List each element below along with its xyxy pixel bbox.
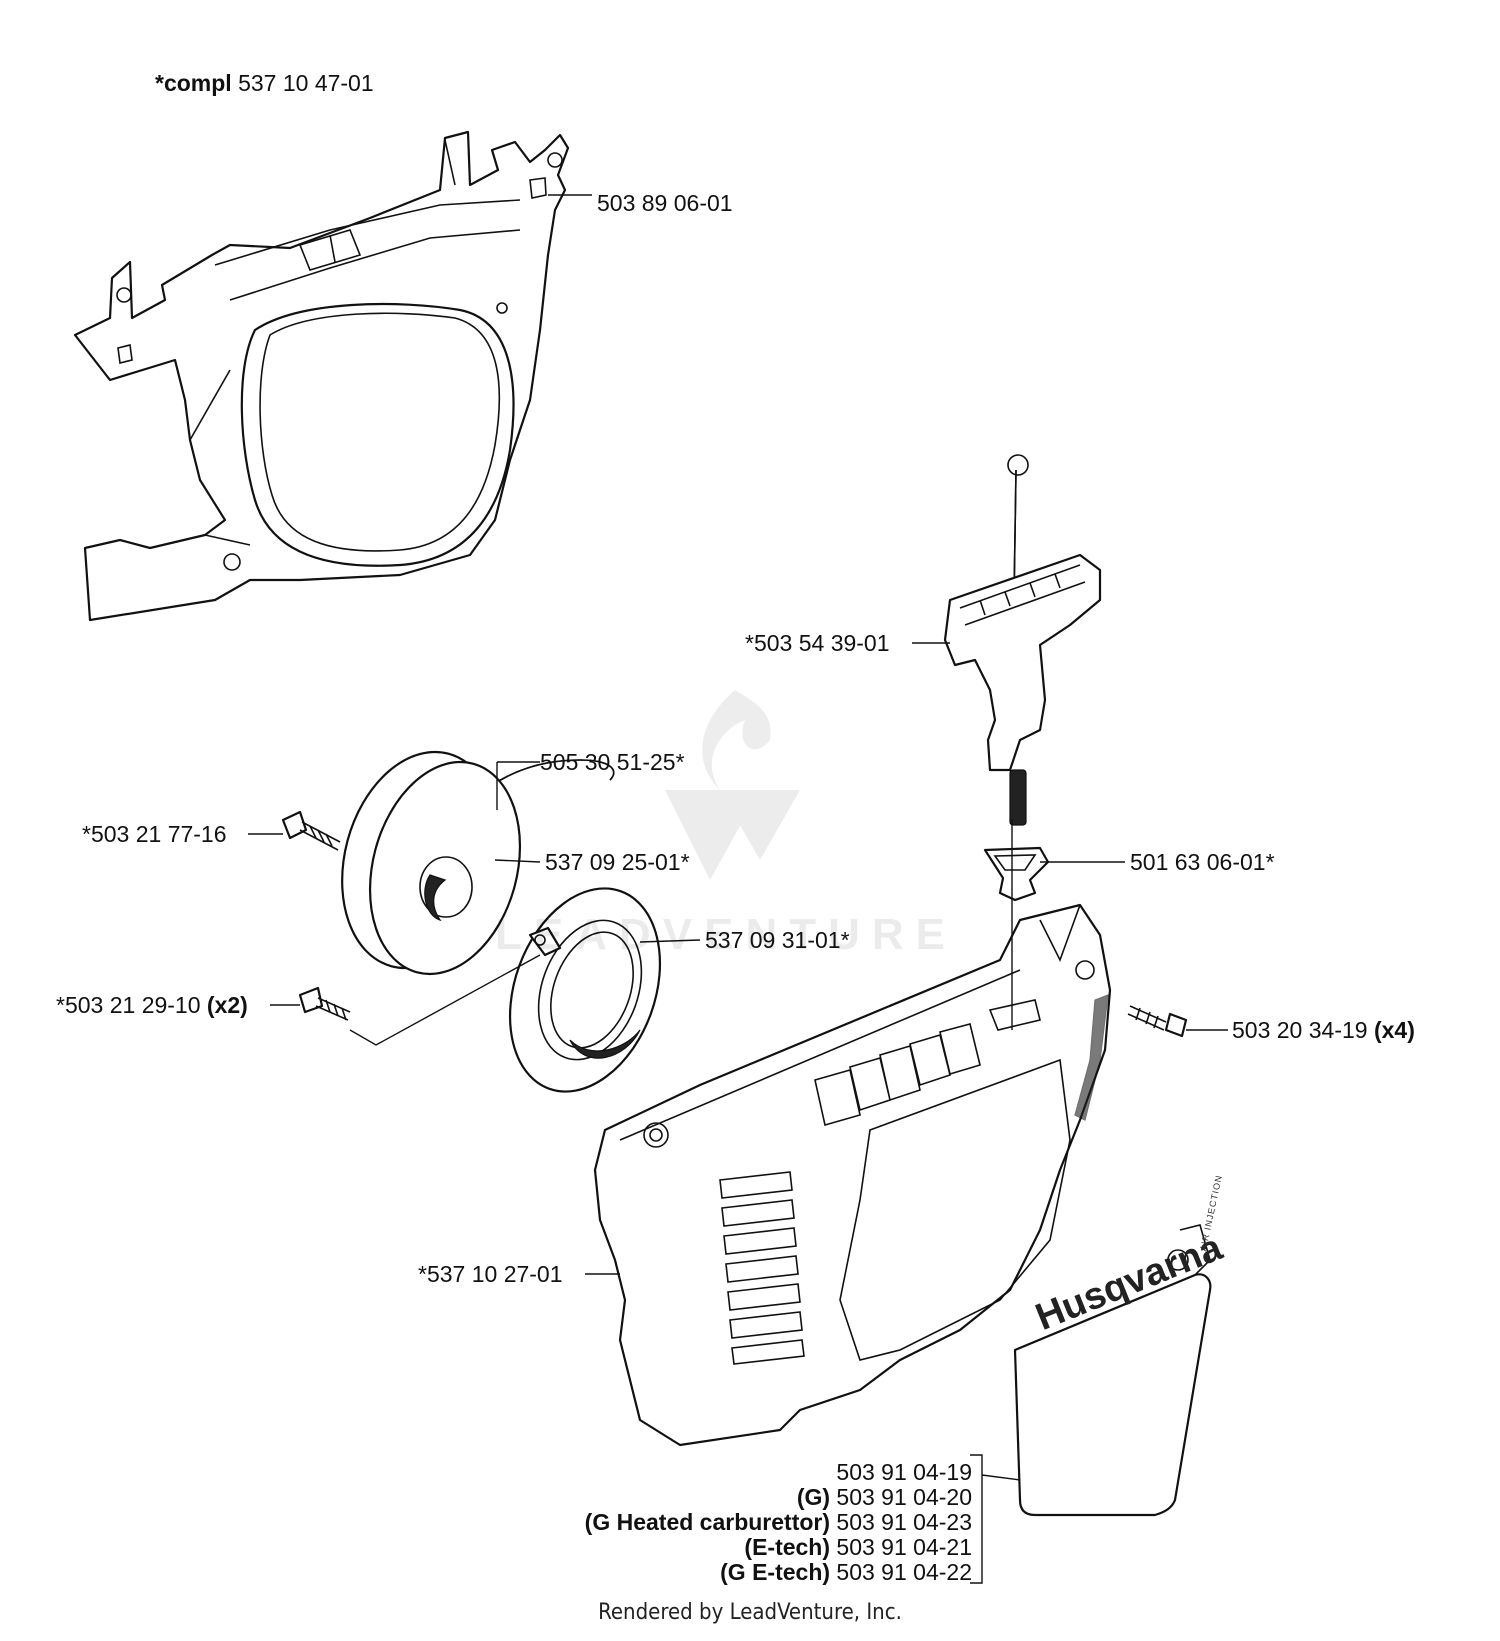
recoil-spring: [508, 887, 662, 1093]
cover-screws-qty: (x4): [1373, 1017, 1415, 1043]
label-grommet: 501 63 06-01*: [1130, 849, 1275, 875]
assembly-label: *compl 537 10 47-01: [155, 70, 374, 96]
assembly-part: 537 10 47-01: [238, 70, 374, 96]
label-pulley-bolt: *503 21 77-16: [82, 821, 227, 847]
watermark-logo: [665, 690, 800, 880]
label-cover-screws: 503 20 34-19 (x4): [1232, 1017, 1415, 1043]
spring-screws-qty: (x2): [206, 992, 248, 1018]
pulley-bolt: [281, 810, 341, 851]
label-spring: 537 09 31-01*: [705, 927, 850, 953]
assembly-prefix: *compl: [155, 70, 232, 96]
starter-cover: [593, 903, 1112, 1447]
decal-variant-row: (G E-tech) 503 91 04-22: [720, 1559, 972, 1585]
starter-bracket: [73, 130, 592, 622]
footer-credit: Rendered by LeadVenture, Inc.: [598, 1600, 902, 1625]
rope-grommet: [983, 846, 1050, 902]
cover-screws-part: 503 20 34-19: [1232, 1017, 1368, 1043]
label-spring-screws: *503 21 29-10 (x2): [56, 992, 248, 1018]
decal-variants: 503 91 04-19 (G) 503 91 04-20 (G Heated …: [585, 1460, 972, 1585]
leader-lines: [248, 642, 1228, 1584]
rope-pulley: [341, 750, 615, 976]
decal-variant-row: 503 91 04-19: [836, 1459, 972, 1485]
starter-handle: [943, 454, 1102, 826]
spring-screw: [298, 986, 351, 1021]
label-handle: *503 54 39-01: [745, 630, 890, 656]
label-bracket: 503 89 06-01: [597, 190, 733, 216]
cover-screw: [1127, 1005, 1188, 1038]
decal-variant-row: (E-tech) 503 91 04-21: [744, 1534, 972, 1560]
watermark-text: LEADVENTURE: [495, 910, 958, 959]
decal-variant-row: (G Heated carburettor) 503 91 04-23: [584, 1509, 972, 1535]
decal-variant-row: (G) 503 91 04-20: [796, 1484, 972, 1510]
label-rope: 505 30 51-25*: [540, 749, 685, 775]
spring-screws-part: *503 21 29-10: [56, 992, 201, 1018]
husqvarna-decal: [1013, 1224, 1212, 1517]
label-pulley: 537 09 25-01*: [545, 849, 690, 875]
label-cover: *537 10 27-01: [418, 1261, 563, 1287]
